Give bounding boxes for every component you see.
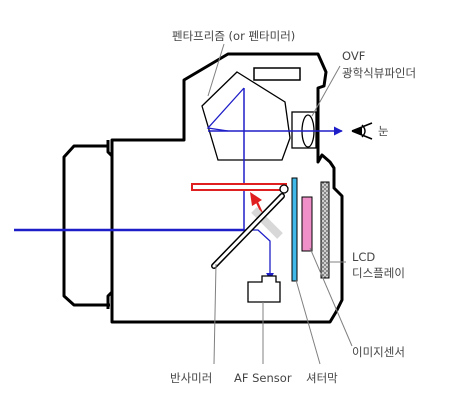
shutter [291,177,298,282]
light-ray-prism [206,87,245,132]
reflex-mirror-shadow [251,207,283,239]
lcd-display [320,181,330,279]
af-sensor [247,275,281,303]
label-ovf-full: 광학식뷰파인더 [342,66,416,80]
mirror-hinge [279,184,289,194]
label-af-sensor: AF Sensor [234,371,292,385]
light-ray-af [244,229,274,281]
callout-shutter [295,279,321,365]
image-sensor [301,196,313,252]
mirror-move-arrowhead [250,192,262,206]
label-shutter: 셔터막 [306,371,338,385]
callout-ovf [311,65,341,117]
label-pentaprism: 펜타프리즘 (or 펜타미러) [172,29,295,43]
hot-shoe [253,67,301,81]
lens-barrel [62,144,110,307]
callout-reflex-mirror [213,263,217,365]
eye-icon [351,122,373,140]
label-lcd-abbr: LCD [352,250,375,264]
label-ovf-abbr: OVF [342,49,365,63]
label-image-sensor: 이미지센서 [352,345,405,359]
label-lcd-full: 디스플레이 [352,266,405,280]
reflex-mirror-inner [212,194,284,268]
callout-pentaprism [207,43,225,97]
label-reflex-mirror: 반사미러 [170,371,212,385]
mirror-raised-position [191,183,287,191]
callout-image-sensor [309,247,353,347]
camera-body [110,52,344,324]
label-eye: 눈 [378,124,389,138]
pentaprism [201,71,291,161]
